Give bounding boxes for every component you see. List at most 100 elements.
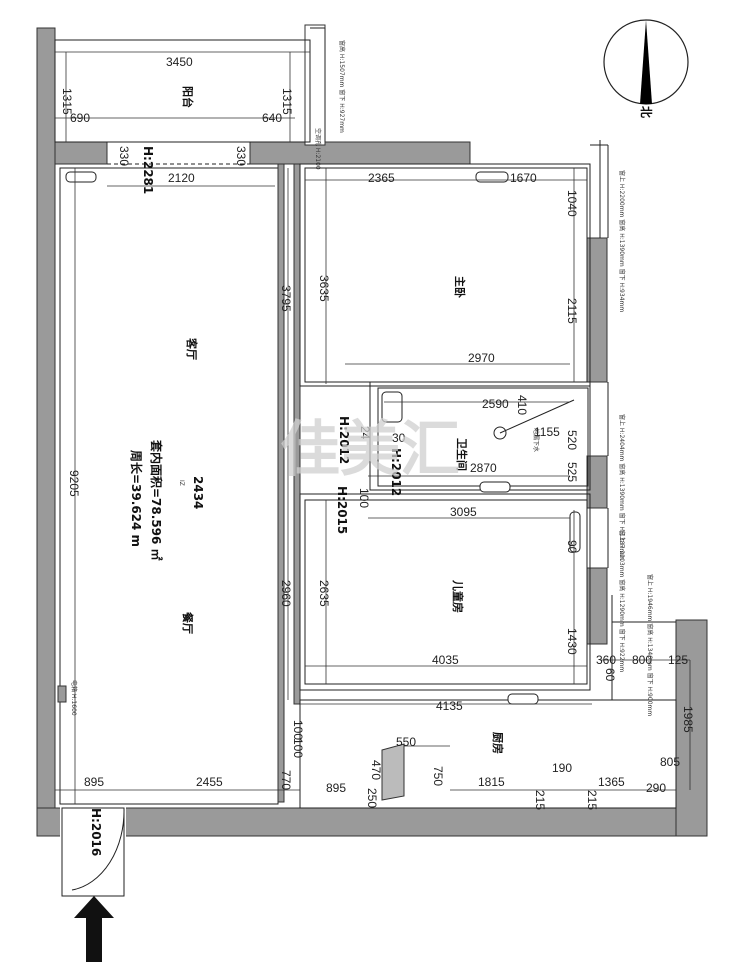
summary-perimeter: 周长=39.624 m — [129, 450, 144, 547]
living-outline — [59, 167, 279, 805]
dim-250: 250 — [365, 788, 379, 808]
door-gap — [60, 806, 126, 838]
note-panel: 电箱 H:1600 — [70, 680, 78, 716]
radiator-5 — [507, 693, 539, 705]
watermark: 佳美汇 — [280, 415, 460, 485]
dim-190: 190 — [552, 761, 572, 775]
summary-area: 套内面积=78.596 ㎡ — [149, 439, 164, 561]
partition-vertical — [277, 163, 285, 803]
compass: 北 — [603, 19, 689, 118]
wall-right-bath — [586, 455, 608, 509]
dim-2960: 2960 — [279, 580, 293, 607]
dim-100c: 100 — [291, 738, 305, 758]
note-bath: 地漏下水 — [532, 428, 540, 452]
radiator-4 — [569, 511, 581, 553]
kitchen-outline — [299, 699, 677, 809]
window-notes: 窗高 H:1507mm 窗下 H:927mm 窗上 H:2200mm 窗高 H:… — [70, 40, 654, 716]
height-h2: H:2012 — [337, 416, 351, 464]
dim-60: 60 — [603, 668, 617, 682]
dim-1430: 1430 — [565, 628, 579, 655]
kitchen-counter — [381, 743, 405, 801]
note-win-child: 窗上 H:2203mm 窗高 H:1290mm 窗下 H:922mm — [618, 530, 626, 672]
radiator-3 — [479, 481, 511, 493]
dim-770: 770 — [279, 770, 293, 790]
dim-2635: 2635 — [317, 580, 331, 607]
dim-410: 410 — [515, 395, 529, 415]
electric-box — [57, 685, 67, 703]
height-h3: H:2012 — [389, 448, 403, 496]
partition-vertical-2 — [293, 163, 301, 705]
summary-code-note: IZ — [178, 480, 185, 486]
entrance-arrow-icon — [74, 896, 114, 962]
dim-215b: 215 — [585, 790, 599, 810]
room-bathroom: 卫生间 — [455, 438, 469, 471]
dim-1985: 1985 — [681, 706, 695, 733]
radiators — [65, 171, 581, 705]
note-win-master: 窗上 H:2200mm 窗高 H:1390mm 窗下 H:934mm — [618, 170, 626, 312]
dim-2590: 2590 — [482, 397, 509, 411]
radiator-1 — [65, 171, 97, 183]
dim-800: 800 — [632, 653, 652, 667]
wall-bottom — [36, 807, 708, 837]
room-kitchen: 厨房 — [491, 732, 505, 754]
dim-1040: 1040 — [565, 190, 579, 217]
child-outline — [304, 499, 588, 685]
dim-1315b: 1315 — [280, 88, 294, 115]
entrance-door — [61, 807, 125, 897]
room-balcony: 阳台 — [181, 86, 195, 108]
summary-code: 2434 — [191, 476, 205, 509]
dim-1155: 1155 — [534, 425, 560, 439]
room-dining: 餐厅 — [181, 611, 195, 634]
dimension-labels: 3450 1315 1315 690 640 330 330 H:2281 21… — [60, 55, 695, 856]
dim-9205: 9205 — [67, 470, 81, 497]
interior-lines — [54, 27, 677, 897]
dim-2970: 2970 — [468, 351, 495, 365]
dim-470: 470 — [369, 760, 383, 780]
dim-4135: 4135 — [436, 699, 463, 713]
dim-1365: 1365 — [598, 775, 625, 789]
dim-90: 90 — [565, 540, 579, 554]
dim-750: 750 — [431, 766, 445, 786]
balcony-edge — [304, 24, 326, 146]
dim-1315a: 1315 — [60, 88, 74, 115]
dim-690: 690 — [70, 111, 90, 125]
note-win-bath: 窗上 H:2404mm 窗高 H:1390mm 窗下 H:1387mm — [618, 414, 626, 560]
note-win-balcony: 窗高 H:1507mm 窗下 H:927mm — [338, 40, 346, 133]
wall-top-left — [54, 141, 108, 165]
toilet — [381, 391, 403, 423]
dim-640: 640 — [262, 111, 282, 125]
dim-550: 550 — [396, 735, 416, 749]
floor-drain — [493, 426, 507, 440]
dim-125: 125 — [668, 653, 688, 667]
dim-330a: 330 — [117, 146, 131, 166]
dim-360: 360 — [596, 653, 616, 667]
compass-needle-icon — [640, 20, 652, 104]
room-master-bedroom: 主卧 — [453, 276, 467, 298]
child-outline-2 — [299, 493, 591, 691]
wall-right-kitchen — [675, 619, 708, 837]
dim-1815: 1815 — [478, 775, 505, 789]
dim-2870: 2870 — [470, 461, 497, 475]
master-outline-2 — [299, 163, 591, 387]
dim-215a: 215 — [533, 790, 547, 810]
dim-805: 805 — [660, 755, 680, 769]
dim-3635: 3635 — [317, 275, 331, 302]
dim-30: 30 — [392, 431, 406, 445]
dim-525: 525 — [565, 462, 579, 482]
height-h4: H:2015 — [335, 486, 349, 534]
dim-330b: 330 — [234, 146, 248, 166]
dim-2455: 2455 — [196, 775, 223, 789]
dim-1670: 1670 — [510, 171, 537, 185]
dim-100a: 100 — [357, 488, 371, 508]
note-ac-hole: 空调孔 H:2100 — [314, 128, 322, 170]
wall-top-mid — [249, 141, 471, 165]
dim-2365: 2365 — [368, 171, 395, 185]
dim-290: 290 — [646, 781, 666, 795]
dim-2120: 2120 — [168, 171, 195, 185]
room-living: 客厅 — [185, 337, 199, 360]
walls — [36, 24, 708, 838]
dim-895a: 895 — [84, 775, 104, 789]
door-swing — [71, 807, 125, 891]
